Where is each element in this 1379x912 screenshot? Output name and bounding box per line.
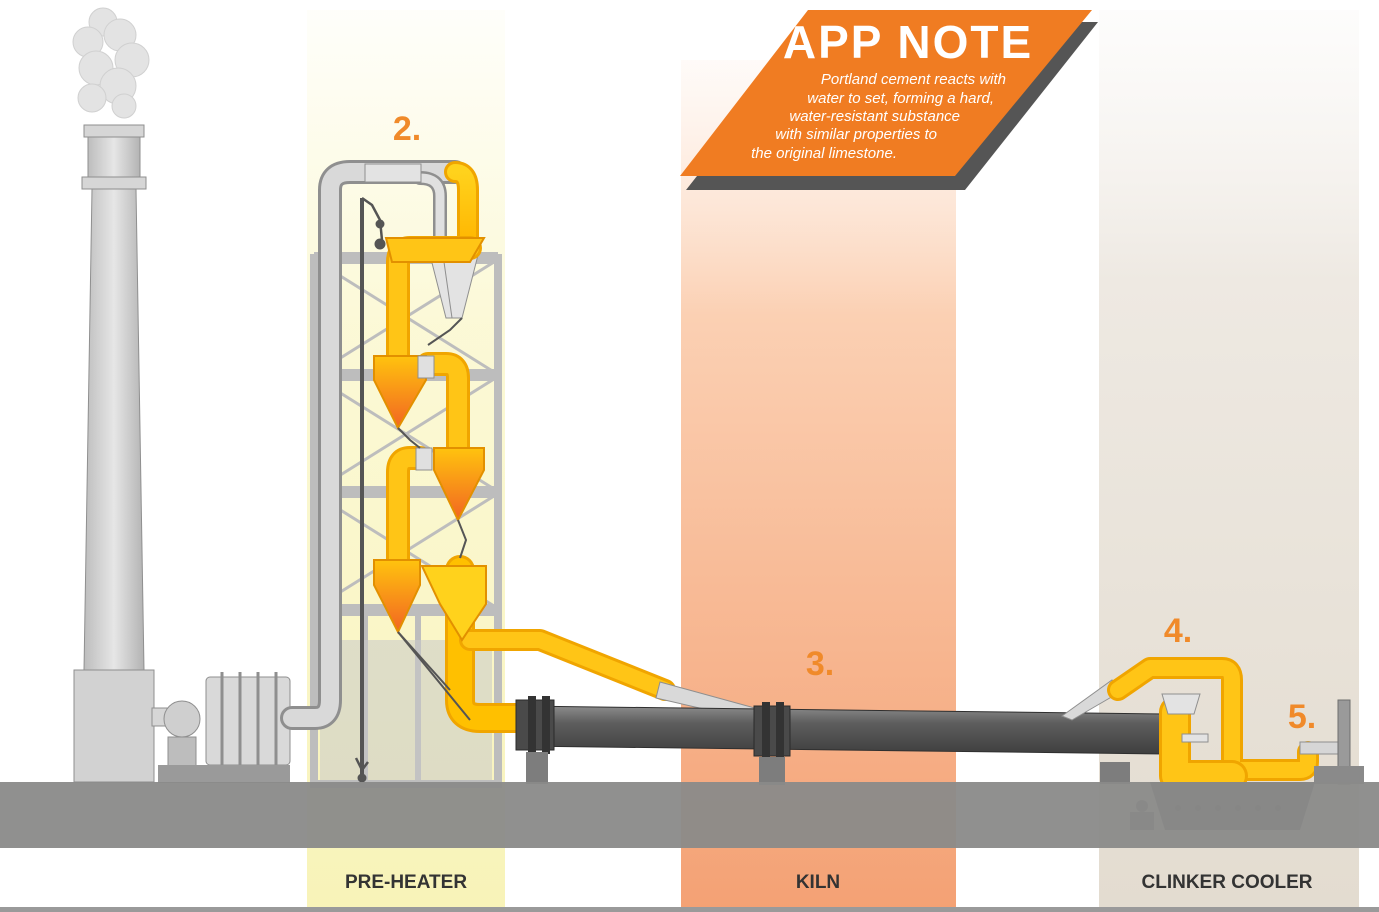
app-note-line-5: the original limestone.	[751, 145, 897, 162]
app-note-title: APP NOTE	[783, 16, 1033, 68]
preheater-cyclones	[373, 237, 487, 642]
rotary-kiln	[515, 696, 1166, 785]
step-5-label: 5.	[1288, 698, 1316, 736]
step-2-label: 2.	[393, 110, 421, 148]
app-note-line-2: water to set, forming a hard,	[807, 90, 994, 107]
app-note-line-4: with similar properties to	[775, 126, 937, 143]
ground-strip	[0, 782, 1379, 848]
step-3-label: 3.	[806, 645, 834, 683]
clinker-cooler-label: CLINKER COOLER	[1142, 872, 1313, 893]
kiln-label: KILN	[796, 872, 840, 893]
preheater-gas-ducts	[280, 160, 467, 730]
smoke-cloud-icon	[72, 7, 150, 119]
preheater-label: PRE-HEATER	[345, 872, 467, 893]
smokestack	[72, 7, 155, 783]
app-note-line-3: water-resistant substance	[789, 108, 960, 125]
step-4-label: 4.	[1164, 612, 1192, 650]
bucket-elevator	[354, 196, 386, 783]
kiln-zone-band	[681, 60, 956, 910]
app-note-line-1: Portland cement reacts with	[821, 71, 1006, 88]
app-note-banner: APP NOTE Portland cement reacts with wat…	[680, 10, 1098, 190]
exhaust-fan-unit	[151, 672, 291, 783]
